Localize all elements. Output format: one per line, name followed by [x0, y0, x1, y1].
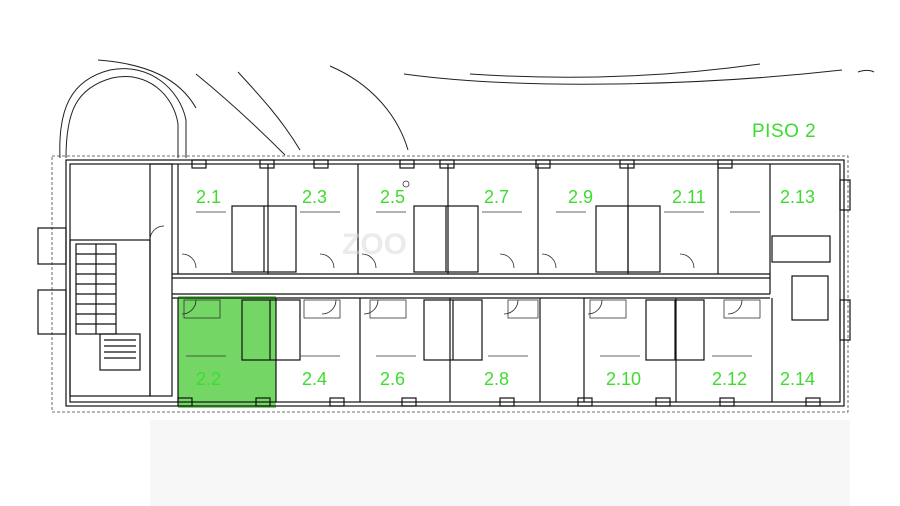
unit-label-2-3[interactable]: 2.3	[302, 187, 328, 207]
unit-label-2-5[interactable]: 2.5	[380, 187, 406, 207]
floor-label: PISO 2	[752, 121, 817, 142]
unit-label-2-8[interactable]: 2.8	[484, 369, 510, 389]
unit-label-2-6[interactable]: 2.6	[380, 369, 406, 389]
unit-label-2-1[interactable]: 2.1	[196, 187, 222, 207]
door-swings	[149, 225, 743, 315]
unit-label-2-13[interactable]: 2.13	[780, 187, 816, 207]
unit-label-2-7[interactable]: 2.7	[484, 187, 510, 207]
highlight-unit	[178, 296, 276, 408]
unit-label-2-12[interactable]: 2.12	[712, 369, 748, 389]
unit-label-2-10[interactable]: 2.10	[606, 369, 642, 389]
unit-label-2-11[interactable]: 2.11	[672, 187, 706, 207]
unit-label-2-4[interactable]: 2.4	[302, 369, 328, 389]
unit-label-2-14[interactable]: 2.14	[780, 369, 816, 389]
unit-label-2-2[interactable]: 2.2	[196, 369, 222, 389]
unit-label-2-9[interactable]: 2.9	[568, 187, 594, 207]
watermark: ZOO	[342, 228, 407, 261]
site-curves	[59, 59, 875, 159]
walls	[37, 159, 851, 407]
furniture	[183, 180, 761, 357]
